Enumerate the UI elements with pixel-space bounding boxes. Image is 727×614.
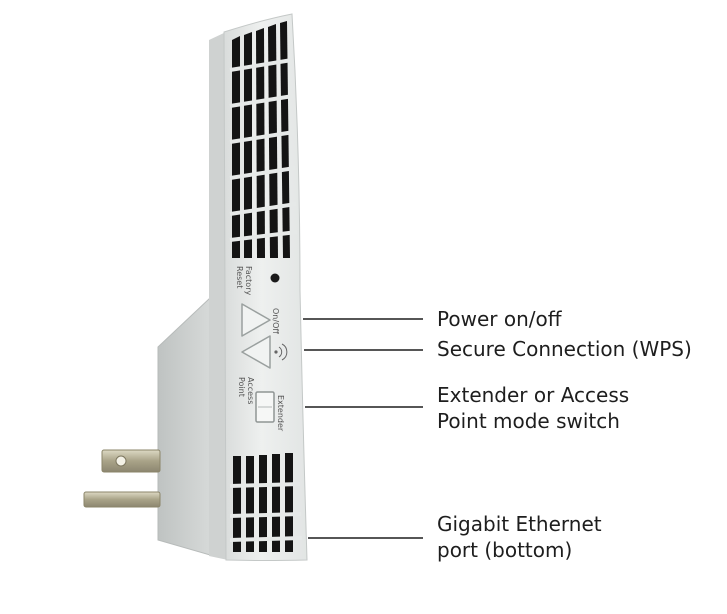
- svg-text:Extender or Access: Extender or Access: [437, 383, 629, 407]
- callout-ethernet: Gigabit Ethernet port (bottom): [437, 512, 602, 562]
- callout-mode: Extender or Access Point mode switch: [437, 383, 629, 433]
- factory-reset-pinhole[interactable]: [270, 273, 280, 283]
- svg-text:On/Off: On/Off: [271, 308, 280, 334]
- wps-button[interactable]: [241, 335, 271, 369]
- extender-label: Extender: [276, 395, 285, 432]
- access-point-label: Access Point: [237, 377, 255, 404]
- svg-text:Point: Point: [237, 377, 246, 397]
- on-off-label: On/Off: [271, 308, 280, 334]
- callout-power: Power on/off: [437, 307, 563, 331]
- wps-icon: [274, 343, 288, 361]
- svg-text:Gigabit Ethernet: Gigabit Ethernet: [437, 512, 602, 536]
- svg-text:Factory: Factory: [244, 266, 253, 295]
- top-vents: [229, 21, 298, 258]
- plug-prong-bottom: [83, 491, 161, 508]
- svg-text:Power on/off: Power on/off: [437, 307, 563, 331]
- svg-text:Reset: Reset: [235, 266, 244, 288]
- svg-text:Extender: Extender: [276, 395, 285, 432]
- plug-prong-top: [101, 449, 161, 473]
- svg-text:port (bottom): port (bottom): [437, 538, 572, 562]
- callout-wps: Secure Connection (WPS): [437, 337, 692, 361]
- svg-text:Access: Access: [246, 377, 255, 404]
- plug-housing: [157, 296, 211, 556]
- svg-text:Secure Connection (WPS): Secure Connection (WPS): [437, 337, 692, 361]
- svg-text:Point mode switch: Point mode switch: [437, 409, 620, 433]
- mode-switch[interactable]: [255, 391, 275, 423]
- power-button[interactable]: [241, 303, 271, 337]
- factory-reset-label: Factory Reset: [235, 266, 253, 295]
- bottom-vents: [229, 453, 303, 552]
- device-side-face: [209, 32, 228, 560]
